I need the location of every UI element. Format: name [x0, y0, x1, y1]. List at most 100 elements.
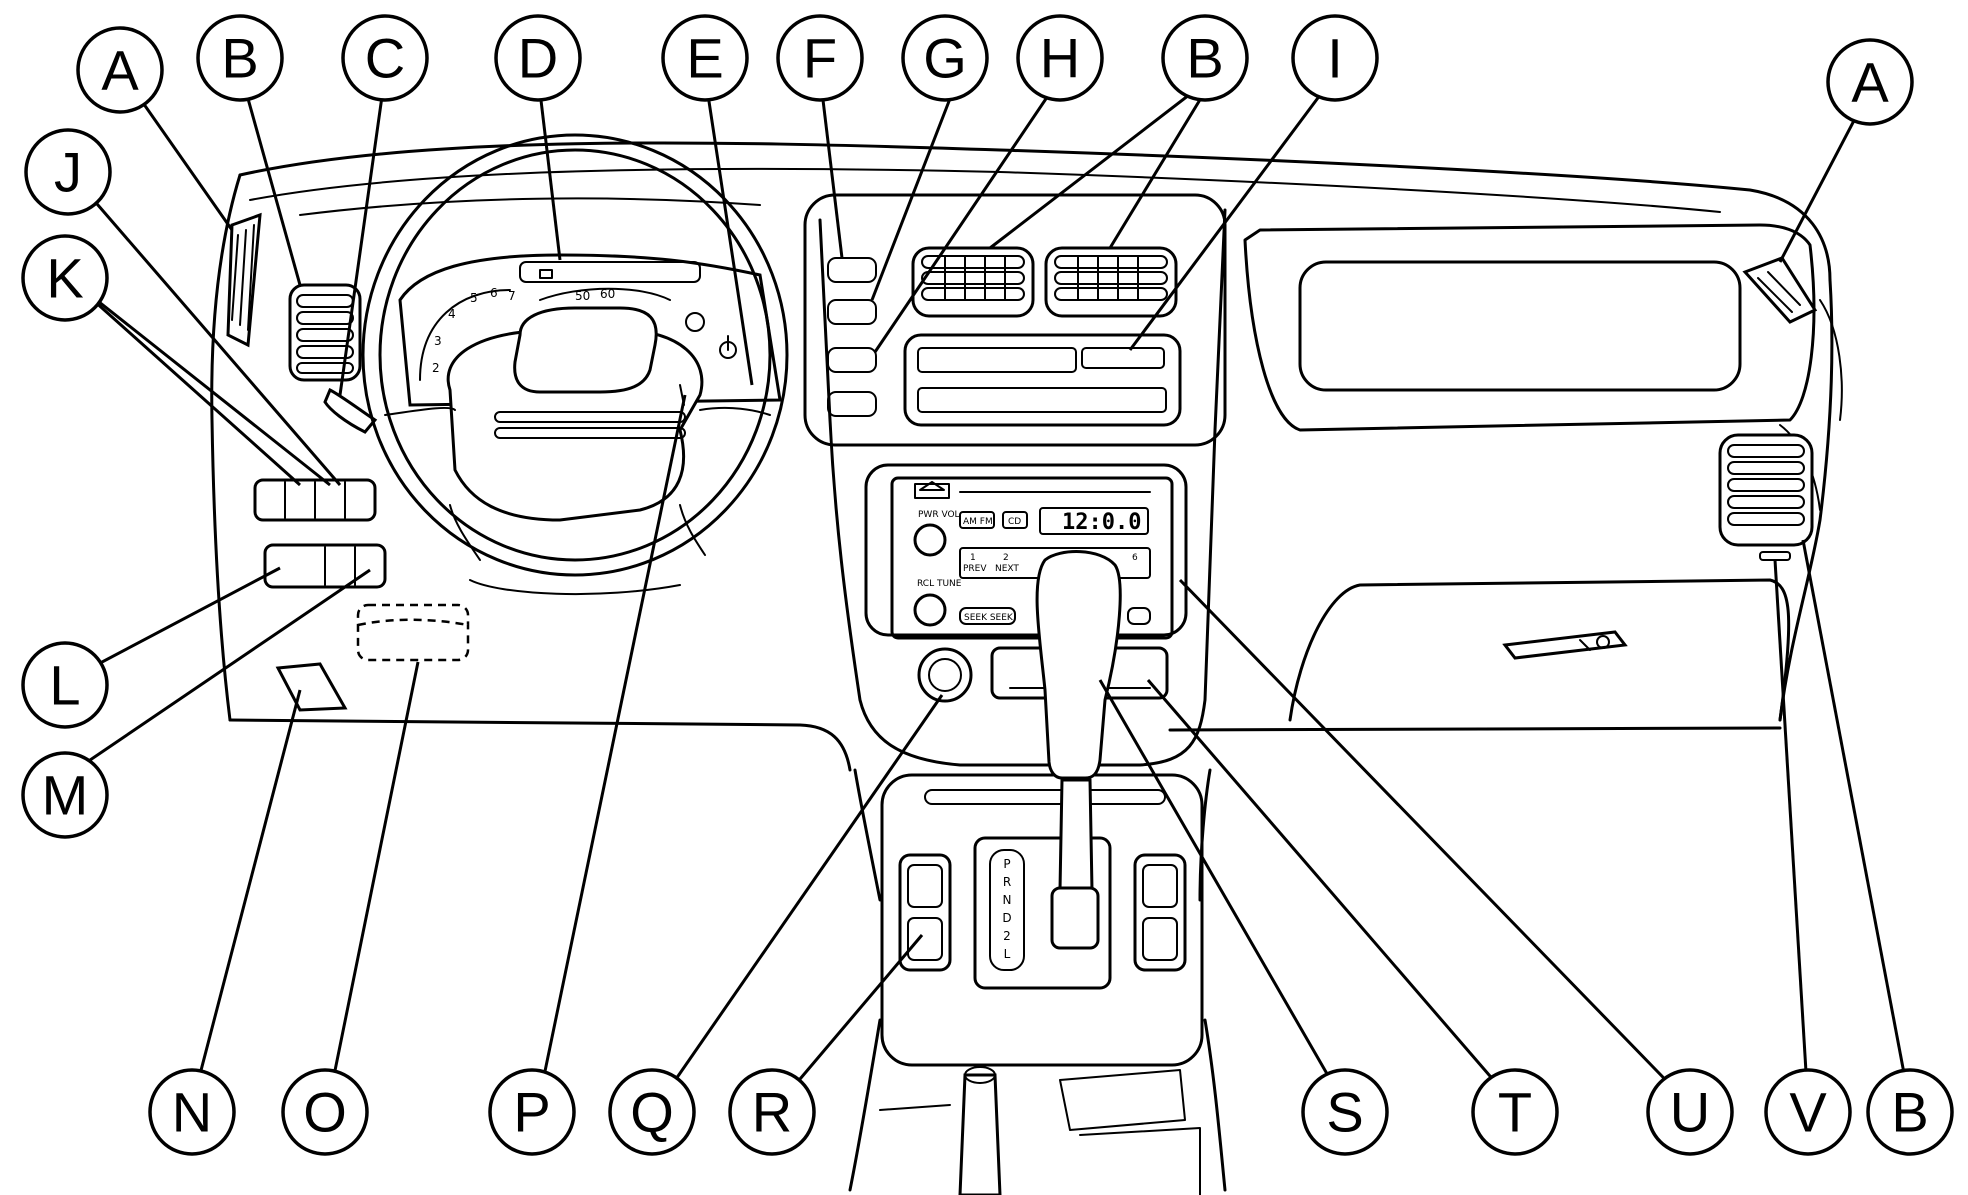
console-switches-right: [1133, 853, 1187, 972]
callout-letter: J: [54, 141, 82, 204]
rear-defog-switch: [827, 299, 877, 325]
gear-p: P: [1003, 857, 1010, 871]
am-fm-button: AM FM: [963, 517, 993, 527]
center-upper-panel: [827, 246, 1182, 427]
tachometer-numbers: 2 3 4 5 6 7: [432, 286, 516, 375]
callout-H: H: [1016, 14, 1104, 102]
preset-1-sub: PREV: [963, 564, 987, 574]
callout-letter: U: [1670, 1081, 1710, 1144]
tach-number: 4: [448, 307, 456, 321]
callout-L: L: [21, 641, 109, 729]
dash-light-switches: [253, 478, 377, 522]
callout-letter: D: [518, 27, 558, 90]
turn-signal-lever: [323, 387, 378, 434]
audio-system: AM FM CD 12:0.0 PWR VOL RCL TUNE 1 PREV …: [864, 463, 1188, 640]
radio-display: [1039, 507, 1149, 535]
callout-A1: A: [76, 26, 164, 114]
callout-letter: B: [221, 27, 258, 90]
callout-O: O: [281, 1068, 369, 1156]
callout-B1: B: [196, 14, 284, 102]
callout-B3: B: [1866, 1068, 1954, 1156]
preset-1: 1: [970, 553, 976, 563]
vent-v-switch: [1759, 551, 1791, 561]
callout-G: G: [901, 14, 989, 102]
callout-S: S: [1301, 1068, 1389, 1156]
callout-C: C: [341, 14, 429, 102]
callout-letter: F: [803, 27, 837, 90]
callout-letter: N: [172, 1081, 212, 1144]
seek-button: SEEK SEEK: [964, 613, 1014, 623]
callout-U: U: [1646, 1068, 1734, 1156]
callout-letter: V: [1789, 1081, 1827, 1144]
callout-letter: C: [365, 27, 405, 90]
callout-N: N: [148, 1068, 236, 1156]
callout-E: E: [661, 14, 749, 102]
gear-l: L: [1004, 947, 1011, 961]
callout-D: D: [494, 14, 582, 102]
center-air-outlet-left: [911, 246, 1035, 318]
callout-letter: R: [752, 1081, 792, 1144]
callout-M: M: [21, 751, 109, 839]
cigarette-lighter: [917, 647, 973, 703]
callout-letter: B: [1186, 27, 1223, 90]
tach-number: 3: [434, 334, 442, 348]
cd-button: CD: [1008, 517, 1021, 527]
callout-letter: L: [49, 654, 80, 717]
gear-2: 2: [1003, 929, 1011, 943]
callout-letter: G: [923, 27, 967, 90]
pwr-vol-label: PWR VOL: [918, 510, 960, 520]
gear-position-indicator: P R N D 2 L: [1002, 857, 1011, 961]
callout-letter: B: [1891, 1081, 1928, 1144]
pwr-vol-knob: [913, 523, 947, 557]
rcl-tune-knob: [913, 593, 947, 627]
callout-R: R: [728, 1068, 816, 1156]
gear-n: N: [1003, 893, 1012, 907]
speedometer-number: 50: [575, 289, 590, 303]
console-switches-left: [898, 853, 952, 972]
callout-K: K: [21, 234, 109, 322]
callout-letter: Q: [630, 1081, 674, 1144]
fog-and-hazard-switches: [263, 543, 387, 589]
tach-number: 6: [490, 286, 498, 300]
rcl-tune-label: RCL TUNE: [917, 579, 962, 589]
left-air-outlet: [288, 283, 362, 382]
callout-letter: S: [1326, 1081, 1363, 1144]
tach-number: 5: [470, 291, 478, 305]
hood-release-handle: [275, 662, 348, 712]
steering-wheel: [361, 133, 789, 596]
callout-letter: A: [101, 39, 139, 102]
callout-I: I: [1291, 14, 1379, 102]
callout-letter: I: [1327, 27, 1343, 90]
shift-lever: [1035, 550, 1122, 950]
center-console: P R N D 2 L: [848, 768, 1227, 1195]
callout-letter: A: [1851, 51, 1889, 114]
callout-F: F: [776, 14, 864, 102]
callout-A2: A: [1826, 38, 1914, 126]
callout-letter: P: [513, 1081, 550, 1144]
right-air-outlet: [1718, 433, 1814, 561]
preset-6: 6: [1132, 553, 1138, 563]
speedometer-number: 60: [600, 287, 615, 301]
preset-2: 2: [1003, 553, 1009, 563]
callout-J: J: [24, 128, 112, 216]
dashboard-outline: [210, 141, 1843, 772]
callout-T: T: [1471, 1068, 1559, 1156]
gear-d: D: [1002, 911, 1011, 925]
parking-brake-release: [356, 603, 470, 662]
preset-2-sub: NEXT: [995, 564, 1019, 574]
gear-r: R: [1003, 875, 1011, 889]
switch-blank: [827, 391, 877, 417]
switch-h: [827, 347, 877, 373]
tach-number: 7: [508, 289, 516, 303]
left-side-window-defogger: [226, 212, 262, 348]
callout-letter: M: [42, 764, 89, 827]
callout-letter: E: [686, 27, 723, 90]
callout-B2: B: [1161, 14, 1249, 102]
callout-letter: H: [1040, 27, 1080, 90]
right-side-window-defogger: [1742, 256, 1818, 324]
center-air-outlet-right: [1044, 246, 1178, 318]
radio-clock: 12:0.0: [1062, 510, 1141, 535]
callout-P: P: [488, 1068, 576, 1156]
callout-Q: Q: [608, 1068, 696, 1156]
